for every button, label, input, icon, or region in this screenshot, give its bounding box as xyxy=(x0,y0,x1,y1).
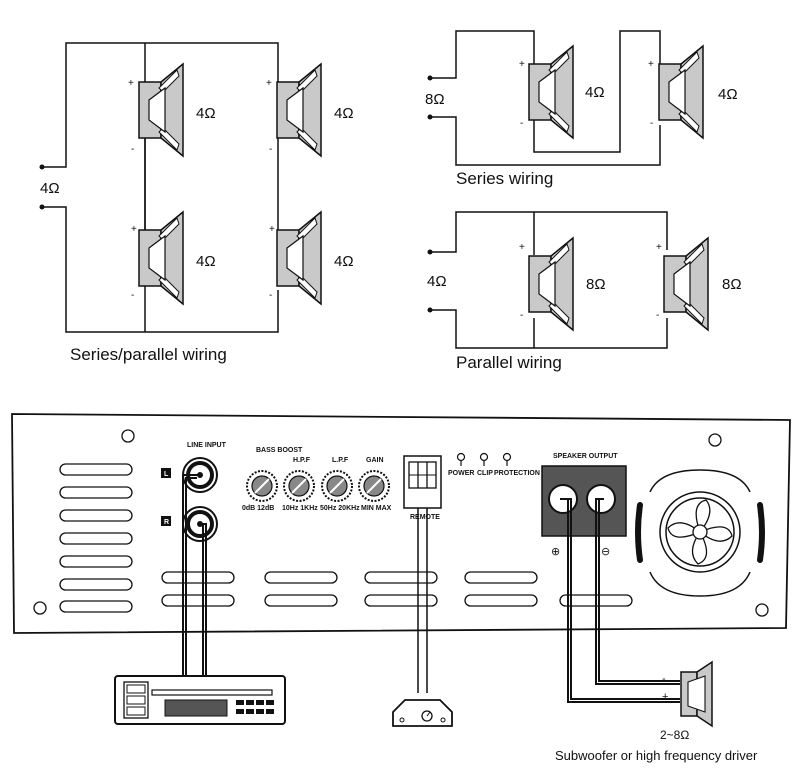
minus-mark: - xyxy=(520,118,523,129)
plus-mark: + xyxy=(131,224,137,235)
speaker-sp-4 xyxy=(276,211,322,305)
sp-speaker-2-impedance: 4Ω xyxy=(334,105,354,122)
knob-bass-boost[interactable]: BASS BOOST 0dB 12dB xyxy=(242,447,303,512)
series-caption: Series wiring xyxy=(456,169,553,188)
screw-hole xyxy=(708,433,722,447)
knob-range-lpf: 50Hz 20KHz xyxy=(320,505,360,512)
minus-mark: - xyxy=(656,310,659,321)
minus-mark: - xyxy=(520,310,523,321)
plus-mark: + xyxy=(519,59,525,70)
series-speaker-1-impedance: 4Ω xyxy=(585,84,605,101)
plus-mark: + xyxy=(266,78,272,89)
screw-hole xyxy=(121,429,135,443)
knob-range-bass-boost: 0dB 12dB xyxy=(242,505,274,512)
minus-terminal-symbol: ⊖ xyxy=(601,546,610,558)
led-protection xyxy=(502,452,512,466)
speaker-parallel-1 xyxy=(528,237,574,331)
speaker-series-1 xyxy=(528,45,574,139)
minus-mark: - xyxy=(269,290,272,301)
plus-mark: + xyxy=(128,78,134,89)
screw-hole xyxy=(755,603,769,617)
load-plus-mark: + xyxy=(662,691,668,703)
minus-mark: - xyxy=(269,144,272,155)
speaker-series-2 xyxy=(658,45,704,139)
led-protection-label: PROTECTION xyxy=(494,470,540,477)
sp-speaker-1-impedance: 4Ω xyxy=(196,105,216,122)
led-power xyxy=(456,452,466,466)
series-diagram xyxy=(430,30,661,166)
parallel-speaker-2-impedance: 8Ω xyxy=(722,276,742,293)
knob-lpf[interactable]: L.P.F 50Hz 20KHz xyxy=(320,457,360,512)
remote-port[interactable] xyxy=(403,455,442,509)
knob-title-lpf: L.P.F xyxy=(332,457,349,464)
rca-cables xyxy=(182,474,207,682)
speaker-cables xyxy=(560,498,680,703)
led-clip-label: CLIP xyxy=(477,470,493,477)
parallel-input-impedance: 4Ω xyxy=(427,273,447,290)
series-speaker-2-impedance: 4Ω xyxy=(718,86,738,103)
parallel-diagram xyxy=(430,211,668,349)
sp-speaker-4-impedance: 4Ω xyxy=(334,253,354,270)
speaker-sp-2 xyxy=(276,63,322,157)
remote-label: REMOTE xyxy=(410,514,440,521)
fan-icon xyxy=(635,469,765,597)
plus-mark: + xyxy=(656,242,662,253)
minus-mark: - xyxy=(650,118,653,129)
minus-mark: - xyxy=(131,144,134,155)
parallel-speaker-1-impedance: 8Ω xyxy=(586,276,606,293)
head-unit xyxy=(114,675,286,725)
speaker-output-label: SPEAKER OUTPUT xyxy=(553,453,618,460)
speaker-parallel-2 xyxy=(663,237,709,331)
knob-range-gain: MIN MAX xyxy=(361,505,392,512)
channel-left-label: L xyxy=(164,471,169,478)
plus-mark: + xyxy=(269,224,275,235)
channel-right-label: R xyxy=(164,519,169,526)
knob-title-hpf: H.P.F xyxy=(293,457,311,464)
knob-title-gain: GAIN xyxy=(366,457,384,464)
plus-terminal-symbol: ⊕ xyxy=(551,546,560,558)
led-clip xyxy=(479,452,489,466)
sp-speaker-3-impedance: 4Ω xyxy=(196,253,216,270)
knob-range-hpf: 10Hz 1KHz xyxy=(282,505,318,512)
channel-right-badge xyxy=(161,516,171,526)
line-input-label: LINE INPUT xyxy=(187,442,227,449)
knob-gain[interactable]: GAIN MIN MAX xyxy=(358,457,392,512)
minus-mark: - xyxy=(131,290,134,301)
amplifier-panel: LINE INPUT L R BASS BOOST 0dB 12dB H.P.F xyxy=(11,413,791,634)
sp-input-impedance: 4Ω xyxy=(40,180,60,197)
load-speaker xyxy=(680,660,713,728)
series-input-impedance: 8Ω xyxy=(425,91,445,108)
load-caption: Subwoofer or high frequency driver xyxy=(555,748,758,763)
remote-cable xyxy=(417,508,428,693)
knob-hpf[interactable]: H.P.F 10Hz 1KHz xyxy=(282,457,318,512)
load-impedance: 2~8Ω xyxy=(660,728,689,742)
remote-control xyxy=(392,699,453,727)
parallel-caption: Parallel wiring xyxy=(456,353,562,372)
load-minus-mark: - xyxy=(662,673,666,685)
screw-hole xyxy=(33,601,47,615)
sp-caption: Series/parallel wiring xyxy=(70,345,227,364)
led-power-label: POWER xyxy=(448,470,474,477)
channel-left-badge xyxy=(161,468,171,478)
knob-title-bass-boost: BASS BOOST xyxy=(256,447,303,454)
plus-mark: + xyxy=(519,242,525,253)
plus-mark: + xyxy=(648,59,654,70)
